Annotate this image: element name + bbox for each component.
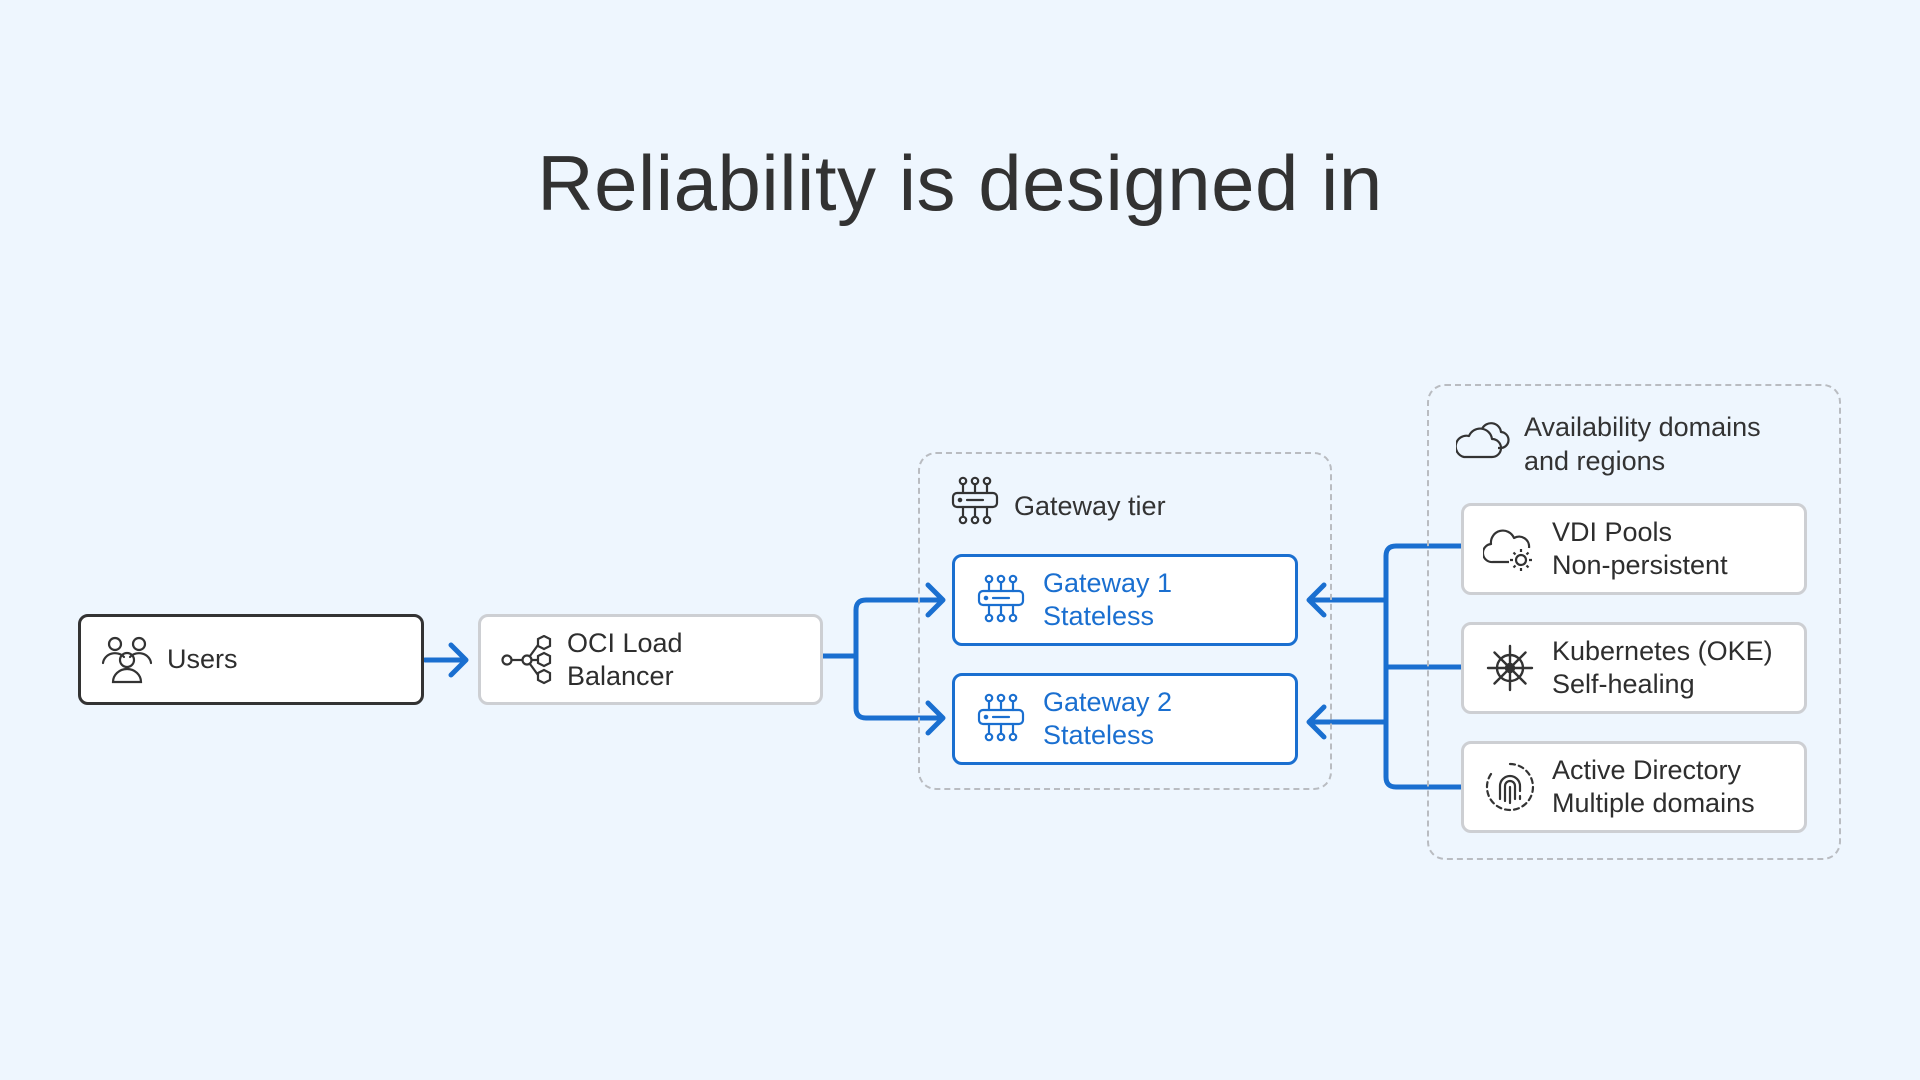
availability-title-line1: Availability domains [1524,412,1761,442]
users-node[interactable]: Users [78,614,424,705]
gateway1-arrowhead [925,582,946,618]
active-directory-line2: Multiple domains [1552,788,1755,818]
fingerprint-icon [1482,759,1538,815]
gateway-2-line2: Stateless [1043,720,1155,750]
load-balancer-line1: OCI Load [567,627,683,658]
gateway-1-line2: Stateless [1043,601,1155,631]
gateway-2-node[interactable]: Gateway 2 Stateless [952,673,1298,765]
kubernetes-node[interactable]: Kubernetes (OKE) Self-healing [1461,622,1807,714]
services-bus-connector [1383,543,1465,790]
gateway-tier-label: Gateway tier [950,476,1166,536]
gateway-icon [973,691,1029,747]
page-title: Reliability is designed in [537,139,1383,227]
availability-title-line2: and regions [1524,446,1666,476]
vdi-pools-node[interactable]: VDI Pools Non-persistent [1461,503,1807,595]
gateway-1-line1: Gateway 1 [1043,568,1173,598]
load-balancer-line2: Balancer [567,660,674,691]
gateway-1-node[interactable]: Gateway 1 Stateless [952,554,1298,646]
gateway2-arrowhead [925,700,946,736]
users-icon [99,632,155,688]
gateway-2-line1: Gateway 2 [1043,687,1173,717]
users-label: Users [167,644,238,674]
lb-to-gateways-connector [819,597,943,721]
gateway-tier-title: Gateway tier [1014,491,1166,521]
kubernetes-line2: Self-healing [1552,669,1695,699]
gateway2-in-arrowhead [1306,704,1327,740]
cloud-gear-icon [1482,521,1538,577]
load-balancer-node[interactable]: OCI Load Balancer [478,614,823,705]
gateway-tier-group [918,452,1332,790]
gateway1-in-arrowhead [1306,582,1327,618]
users-to-lb-arrowhead [448,642,469,678]
helm-wheel-icon [1482,640,1538,696]
clouds-icon [1454,417,1510,471]
availability-group [1427,384,1841,860]
availability-label: Availability domains and regions [1454,410,1761,478]
vdi-pools-line2: Non-persistent [1552,550,1728,580]
active-directory-line1: Active Directory [1552,755,1742,785]
active-directory-node[interactable]: Active Directory Multiple domains [1461,741,1807,833]
gateway-icon [973,572,1029,628]
bus-to-gateways-connector [1309,597,1389,725]
kubernetes-line1: Kubernetes (OKE) [1552,636,1773,666]
load-balancer-icon [499,632,555,688]
vdi-pools-line1: VDI Pools [1552,517,1673,547]
gateway-icon [950,476,1000,536]
